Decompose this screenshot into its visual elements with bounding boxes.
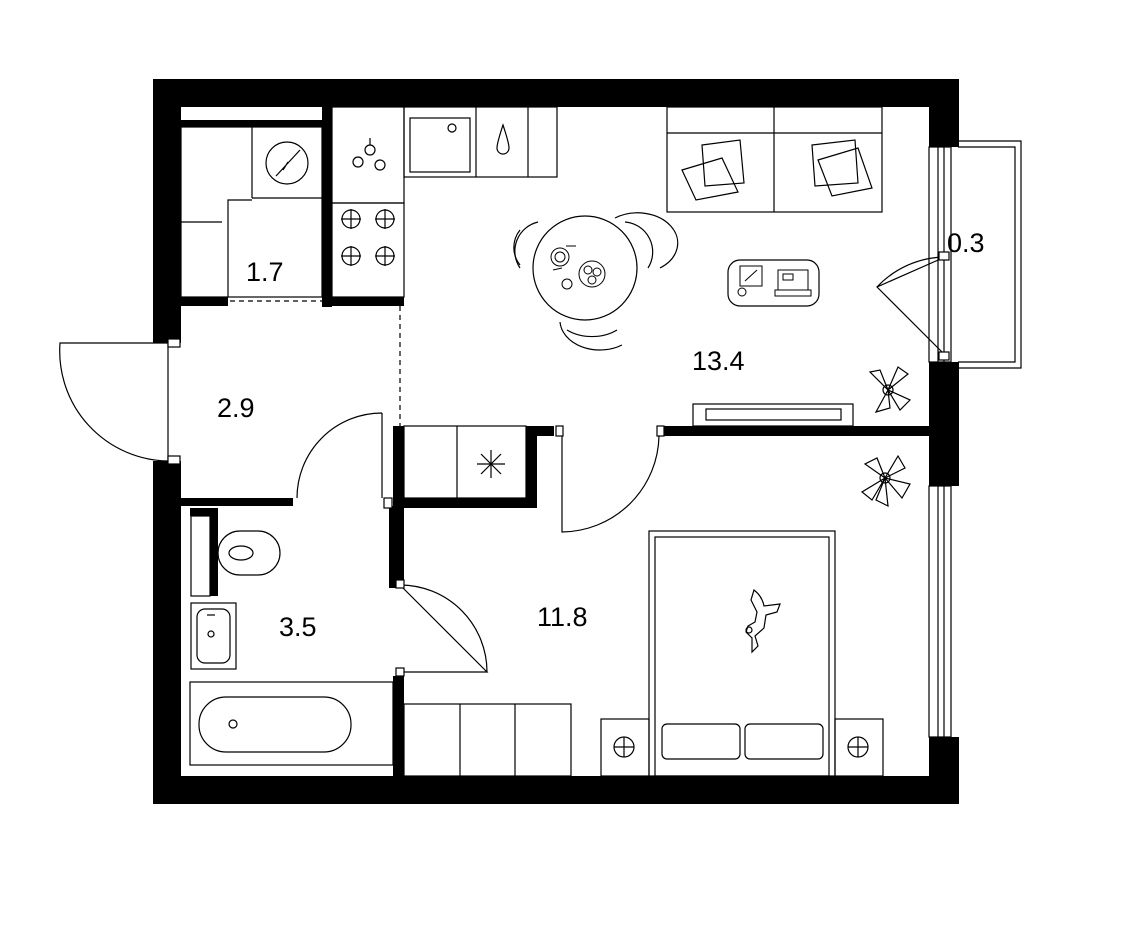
toilet-icon — [228, 545, 254, 561]
area-label-bedroom: 11.8 — [537, 602, 588, 632]
cushion-icon — [681, 139, 873, 201]
plant-icon-2 — [860, 454, 911, 508]
area-labels: 1.7 2.9 3.5 11.8 13.4 0.3 — [217, 228, 985, 642]
stove-icon — [341, 209, 395, 266]
lamp-icon — [613, 736, 869, 758]
laptop-icon — [737, 265, 812, 297]
cat-icon — [745, 589, 781, 654]
area-label-kitchen-living: 13.4 — [692, 346, 745, 376]
furniture — [59, 106, 1022, 777]
outer-walls — [153, 79, 959, 804]
area-label-storage: 1.7 — [246, 257, 284, 287]
door-jambs — [167, 251, 950, 677]
inner-walls — [181, 103, 932, 780]
hob-small-icon — [352, 138, 386, 171]
area-label-bathroom: 3.5 — [279, 612, 317, 642]
plant-icon — [868, 366, 912, 413]
water-drop-icon — [496, 123, 510, 155]
bath-drain-icon — [207, 614, 238, 729]
sink-icon — [447, 123, 457, 133]
electric-panel-icon — [265, 141, 309, 185]
plates-icon — [550, 245, 606, 290]
fridge-snowflake-icon — [477, 450, 505, 478]
area-label-hallway: 2.9 — [217, 393, 255, 423]
area-label-balcony: 0.3 — [947, 228, 985, 258]
